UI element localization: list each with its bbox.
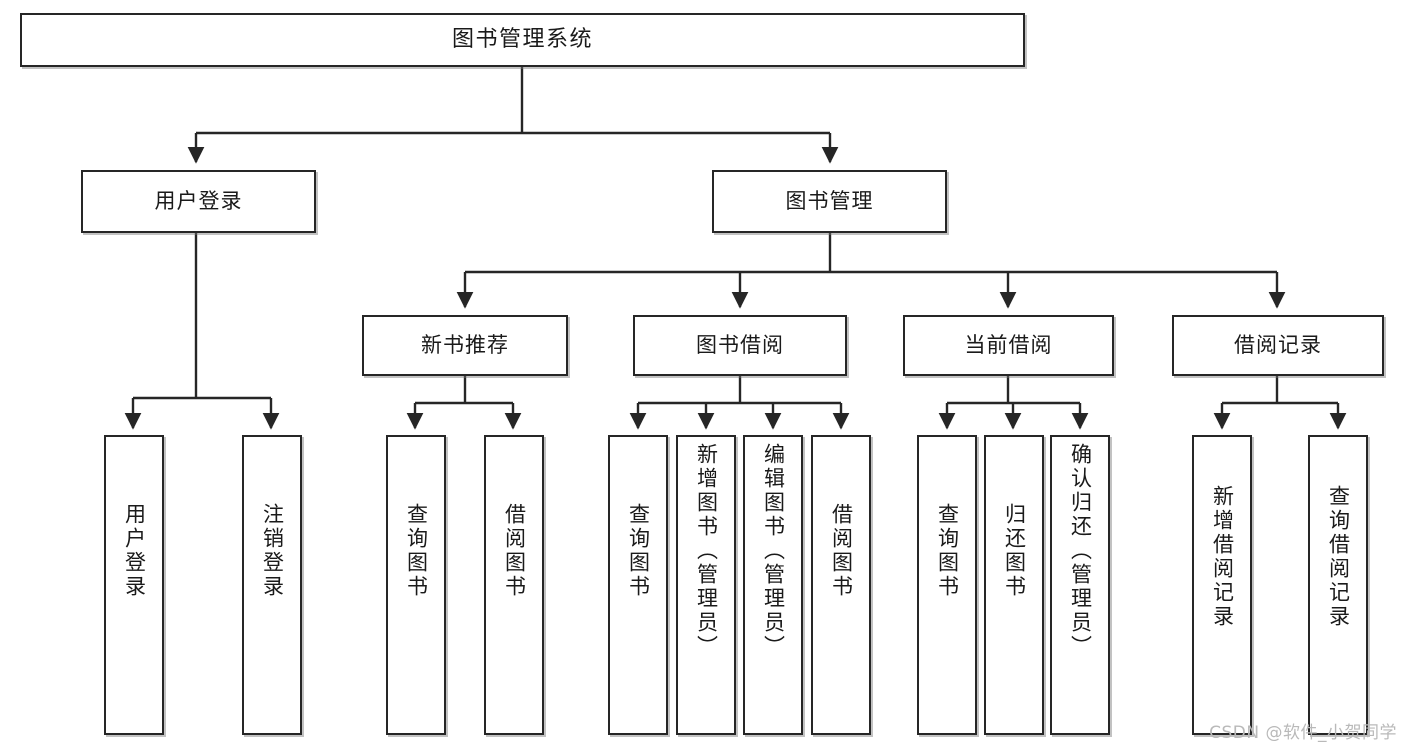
node-leaf-add-book-label: 新增图书（管理员）: [694, 443, 719, 659]
node-root[interactable]: 图书管理系统: [20, 13, 1025, 67]
node-leaf-query-book-3-label: 查询图书: [935, 503, 960, 599]
node-leaf-query-book-2-label: 查询图书: [626, 503, 651, 599]
node-leaf-borrow-book-1[interactable]: 借阅图书: [484, 435, 544, 735]
node-leaf-query-book-1[interactable]: 查询图书: [386, 435, 446, 735]
node-leaf-user-login-label: 用户登录: [122, 503, 147, 599]
node-leaf-borrow-book-2-label: 借阅图书: [829, 503, 854, 599]
node-leaf-add-book[interactable]: 新增图书（管理员）: [676, 435, 736, 735]
node-leaf-return-book[interactable]: 归还图书: [984, 435, 1044, 735]
node-leaf-borrow-book-2[interactable]: 借阅图书: [811, 435, 871, 735]
node-new-book-recommend[interactable]: 新书推荐: [362, 315, 568, 376]
node-leaf-confirm-return[interactable]: 确认归还（管理员）: [1050, 435, 1110, 735]
node-leaf-edit-book-label: 编辑图书（管理员）: [761, 443, 786, 659]
node-leaf-confirm-return-label: 确认归还（管理员）: [1068, 443, 1093, 659]
node-leaf-query-record[interactable]: 查询借阅记录: [1308, 435, 1368, 735]
node-leaf-add-record-label: 新增借阅记录: [1210, 485, 1235, 629]
node-leaf-logout-label: 注销登录: [260, 503, 285, 599]
node-book-borrow[interactable]: 图书借阅: [633, 315, 847, 376]
node-current-borrow-label: 当前借阅: [964, 333, 1053, 358]
node-current-borrow[interactable]: 当前借阅: [903, 315, 1114, 376]
node-leaf-user-login[interactable]: 用户登录: [104, 435, 164, 735]
node-leaf-add-record[interactable]: 新增借阅记录: [1192, 435, 1252, 735]
node-book-borrow-label: 图书借阅: [696, 333, 784, 358]
node-user-login-label: 用户登录: [154, 189, 243, 214]
node-root-label: 图书管理系统: [451, 27, 593, 53]
node-leaf-query-book-1-label: 查询图书: [404, 503, 429, 599]
node-leaf-return-book-label: 归还图书: [1002, 503, 1027, 599]
node-leaf-query-record-label: 查询借阅记录: [1326, 485, 1351, 629]
node-user-login[interactable]: 用户登录: [81, 170, 316, 233]
watermark: CSDN @软件_小贺同学: [1209, 723, 1397, 743]
node-book-manage-label: 图书管理: [785, 189, 874, 214]
node-new-book-recommend-label: 新书推荐: [421, 333, 509, 358]
node-borrow-record[interactable]: 借阅记录: [1172, 315, 1384, 376]
node-leaf-edit-book[interactable]: 编辑图书（管理员）: [743, 435, 803, 735]
node-leaf-query-book-3[interactable]: 查询图书: [917, 435, 977, 735]
node-borrow-record-label: 借阅记录: [1234, 333, 1322, 358]
node-book-manage[interactable]: 图书管理: [712, 170, 947, 233]
node-leaf-query-book-2[interactable]: 查询图书: [608, 435, 668, 735]
node-leaf-logout[interactable]: 注销登录: [242, 435, 302, 735]
node-leaf-borrow-book-1-label: 借阅图书: [502, 503, 527, 599]
